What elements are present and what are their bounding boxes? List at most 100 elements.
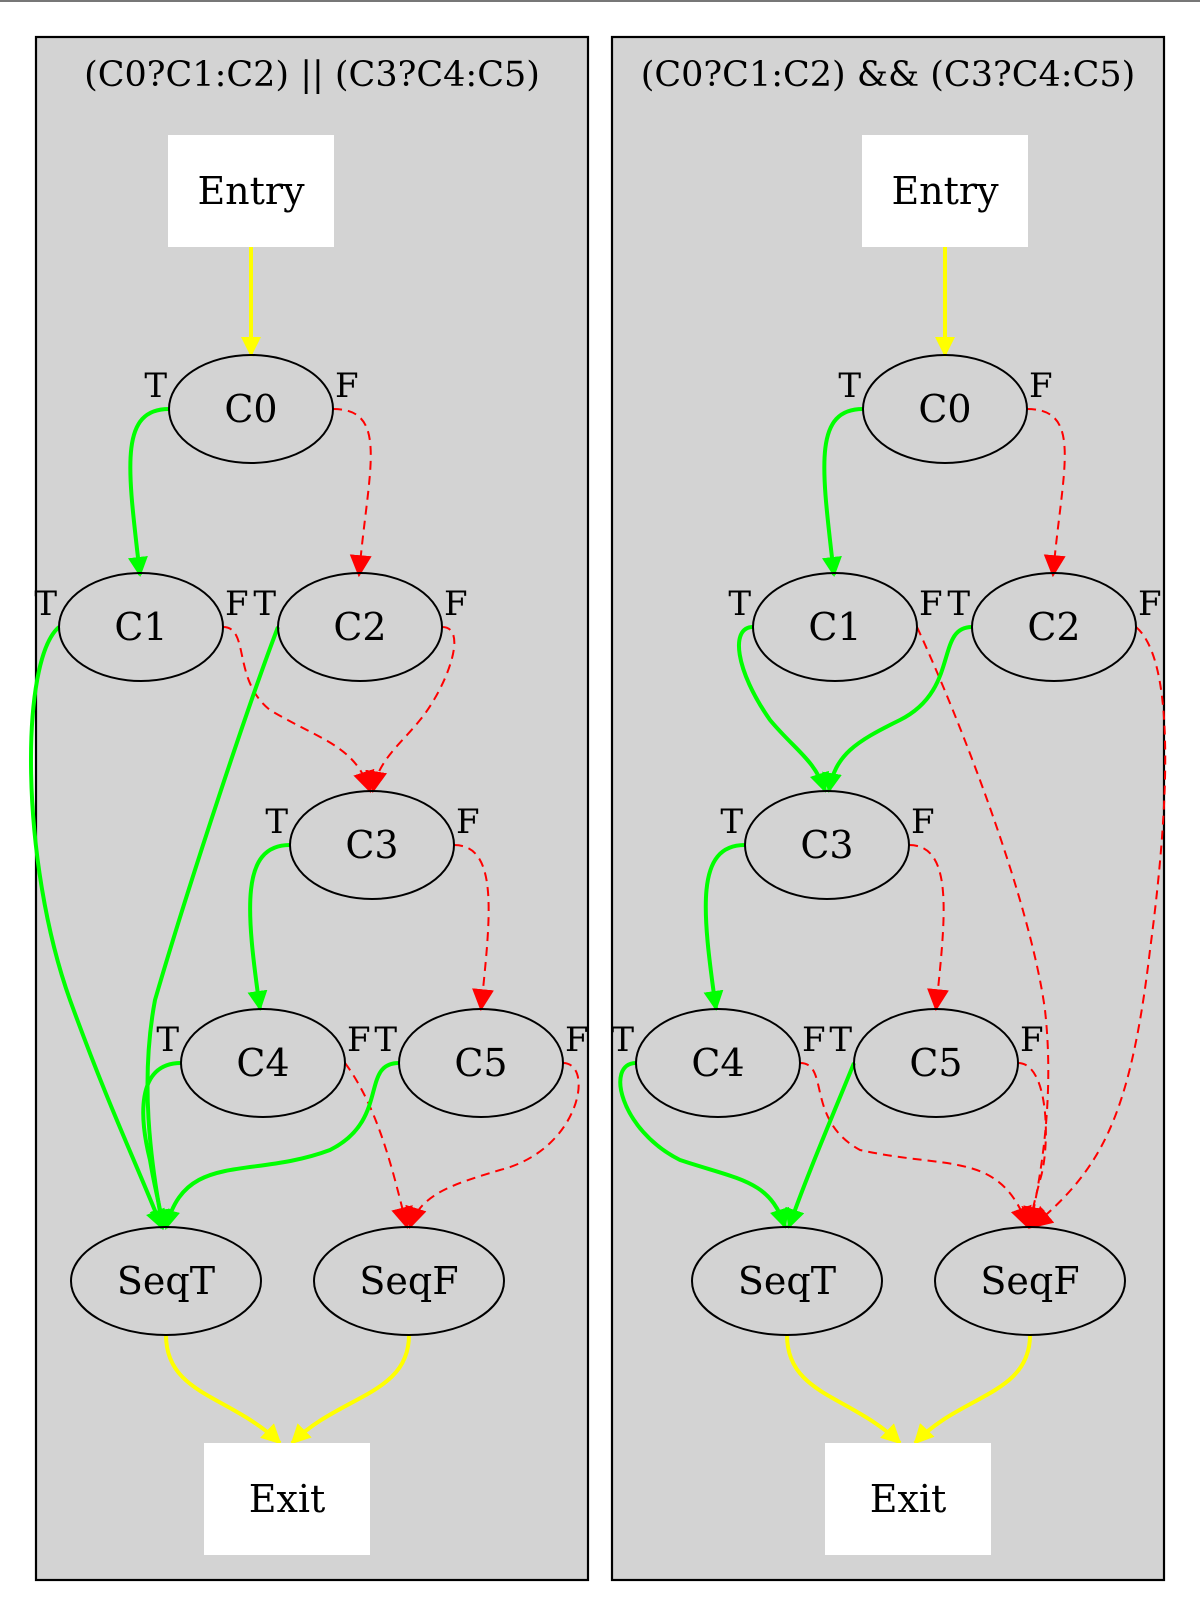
node-c3: C3: [744, 790, 910, 900]
panel-or-title: (C0?C1:C2) || (C3?C4:C5): [84, 55, 540, 95]
node-c3-label: C3: [345, 823, 398, 867]
port-c3-true-label: T: [720, 802, 743, 842]
node-seqt: SeqT: [70, 1226, 262, 1336]
edge-c0-to-c2: [1026, 408, 1066, 578]
port-c1-true-label: T: [34, 584, 57, 624]
node-c4-shape: [635, 1008, 801, 1118]
node-exit: Exit: [825, 1443, 991, 1555]
edge-c1-to-c3: [736, 625, 829, 793]
port-c4-false-label: F: [802, 1020, 826, 1060]
node-c2: C2: [277, 572, 443, 682]
node-c4-label: C4: [691, 1041, 744, 1085]
node-seqf: SeqF: [313, 1226, 505, 1336]
node-seqf-shape: [934, 1226, 1126, 1336]
node-exit-label: Exit: [249, 1477, 326, 1521]
node-seqt-shape: [691, 1226, 883, 1336]
node-seqf-label: SeqF: [359, 1259, 458, 1303]
node-seqf-label: SeqF: [980, 1259, 1079, 1303]
port-c2-false-label: F: [444, 584, 468, 624]
node-c1-label: C1: [808, 605, 861, 649]
node-seqt-label: SeqT: [117, 1259, 215, 1303]
node-entry-label: Entry: [197, 169, 305, 213]
node-c2-label: C2: [1027, 605, 1080, 649]
node-c2: C2: [971, 572, 1137, 682]
edge-c3-to-c4: [703, 843, 746, 1011]
port-c5-true-label: T: [829, 1020, 852, 1060]
port-c4-true-label: T: [156, 1020, 179, 1060]
node-entry-shape: [168, 135, 334, 247]
node-c4-shape: [180, 1008, 346, 1118]
port-c2-false-label: F: [1138, 584, 1162, 624]
node-entry: Entry: [168, 135, 334, 247]
edge-seqt-to-exit: [164, 1334, 282, 1445]
node-c5-label: C5: [909, 1041, 962, 1085]
edge-c2-to-seqf: [1030, 626, 1167, 1229]
node-c1-label: C1: [114, 605, 167, 649]
node-c4-label: C4: [236, 1041, 289, 1085]
port-c0-false-label: F: [1029, 366, 1053, 406]
node-entry-label: Entry: [891, 169, 999, 213]
port-c3-true-label: T: [265, 802, 288, 842]
port-c0-false-label: F: [335, 366, 359, 406]
port-c2-true-label: T: [947, 584, 970, 624]
node-exit: Exit: [204, 1443, 370, 1555]
edge-c1-to-seqt: [29, 625, 165, 1230]
node-seqt: SeqT: [691, 1226, 883, 1336]
edge-c3-to-c5: [908, 844, 949, 1012]
edge-c0-to-c1: [128, 407, 170, 577]
node-c2-label: C2: [333, 605, 386, 649]
port-c1-false-label: F: [919, 584, 943, 624]
node-exit-shape: [204, 1443, 370, 1555]
node-exit-label: Exit: [870, 1477, 947, 1521]
node-c0-label: C0: [224, 387, 277, 431]
node-c1: C1: [58, 572, 224, 682]
node-seqf: SeqF: [934, 1226, 1126, 1336]
edge-c5-to-seqf: [405, 1062, 580, 1230]
edge-c0-to-c1: [822, 407, 864, 577]
node-c1-shape: [58, 572, 224, 682]
edge-seqt-to-exit: [785, 1334, 902, 1445]
node-c1-shape: [752, 572, 918, 682]
node-c0-shape: [862, 354, 1028, 464]
node-c3-label: C3: [800, 823, 853, 867]
node-c5: C5: [853, 1008, 1019, 1118]
node-c3-shape: [744, 790, 910, 900]
panel-and-edges: [618, 247, 1167, 1445]
port-c1-false-label: F: [225, 584, 249, 624]
node-c4: C4: [635, 1008, 801, 1118]
edge-c5-to-seqf: [1017, 1062, 1047, 1230]
port-c5-true-label: T: [374, 1020, 397, 1060]
node-entry-shape: [862, 135, 1028, 247]
panel-or-edges: [29, 247, 580, 1445]
node-c2-shape: [277, 572, 443, 682]
node-c5-shape: [398, 1008, 564, 1118]
port-c1-true-label: T: [728, 584, 751, 624]
port-c0-true-label: T: [144, 366, 167, 406]
node-exit-shape: [825, 1443, 991, 1555]
edge-c1-to-seqf: [916, 626, 1050, 1230]
edge-c4-to-seqt: [141, 1061, 182, 1230]
port-c3-false-label: F: [456, 802, 480, 842]
node-entry: Entry: [862, 135, 1028, 247]
port-c2-true-label: T: [253, 584, 276, 624]
port-c5-false-label: F: [1020, 1020, 1044, 1060]
edge-c5-to-seqt: [785, 1062, 856, 1229]
node-c3-shape: [289, 790, 455, 900]
edge-c2-to-seqt: [145, 626, 280, 1230]
node-c3: C3: [289, 790, 455, 900]
node-seqt-shape: [70, 1226, 262, 1336]
edge-c4-to-seqf: [799, 1062, 1032, 1230]
edge-c1-to-c3: [222, 626, 375, 794]
edge-c5-to-seqt: [160, 1061, 400, 1230]
edge-c4-to-seqf: [344, 1062, 413, 1230]
node-seqf-shape: [313, 1226, 505, 1336]
edge-c3-to-c4: [247, 843, 291, 1011]
node-c5-label: C5: [454, 1041, 507, 1085]
node-c5: C5: [398, 1008, 564, 1118]
edge-seqf-to-exit: [290, 1334, 411, 1445]
